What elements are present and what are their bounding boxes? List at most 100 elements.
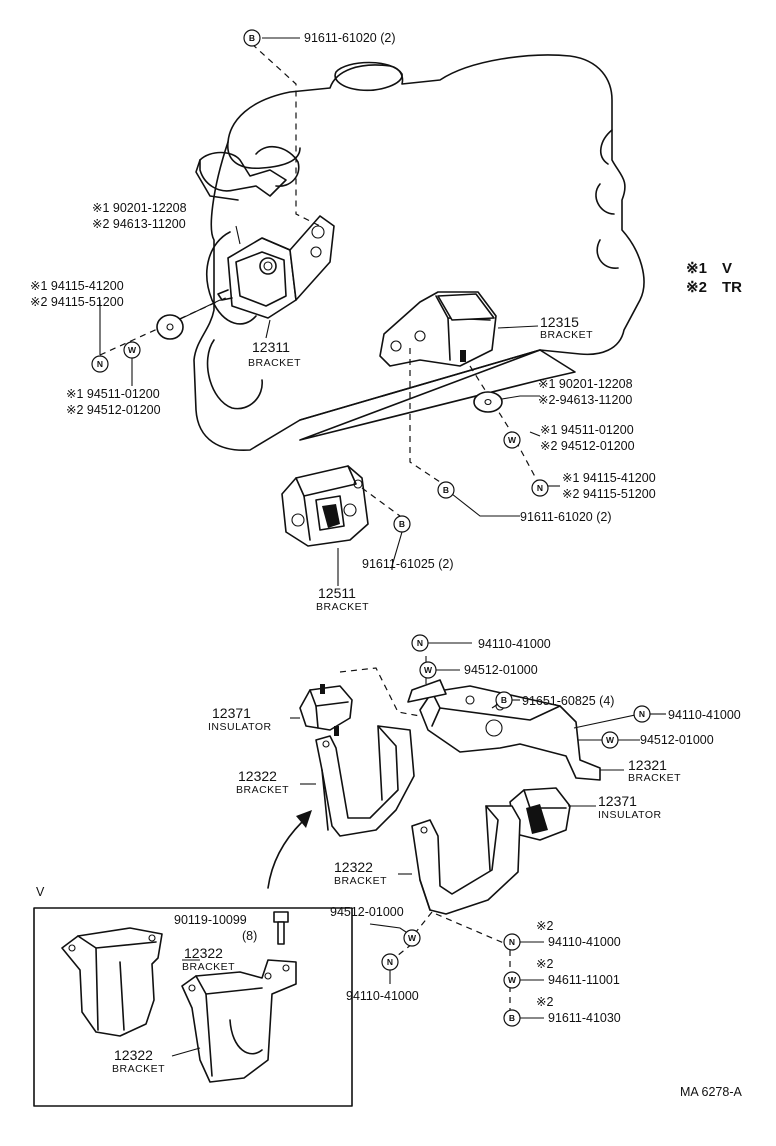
- label-washer-d-num: 94611-11001: [548, 973, 620, 987]
- label-12322-a-num: 12322: [238, 768, 277, 784]
- label-inset-upper-num: 12322: [184, 945, 223, 961]
- svg-text:W: W: [606, 735, 615, 745]
- svg-text:N: N: [417, 638, 423, 648]
- label-right-bolt-tr: ※2-94613-11200: [538, 393, 632, 407]
- label-12315-name: BRACKET: [540, 329, 593, 341]
- label-right-nut-tr: ※2 94115-51200: [562, 487, 656, 501]
- bolt-symbol-b4: B: [495, 691, 513, 709]
- bottom-leaders: [290, 642, 666, 1019]
- label-12371-left-num: 12371: [212, 705, 251, 721]
- nut-symbol-n4: N: [633, 705, 651, 723]
- svg-text:W: W: [424, 665, 433, 675]
- washer-symbol-w3: W: [419, 661, 437, 679]
- label-12311-num: 12311: [252, 339, 290, 355]
- label-nut-94110-top: 94110-41000: [478, 637, 551, 651]
- inset-box: [33, 907, 353, 1107]
- bolt-symbol-b5: B: [503, 1009, 521, 1027]
- svg-text:N: N: [97, 359, 103, 369]
- label-inset-lower-name: BRACKET: [112, 1063, 165, 1075]
- legend-label-1: V: [722, 260, 732, 277]
- label-left-nut-tr: ※2 94115-51200: [30, 295, 124, 309]
- label-washer-94512-lower: 94512-01000: [330, 905, 404, 919]
- svg-text:B: B: [509, 1013, 515, 1023]
- washer-symbol-w1: W: [123, 341, 141, 359]
- label-12371-right-num: 12371: [598, 793, 637, 809]
- label-nut-94110-lower: 94110-41000: [346, 989, 419, 1003]
- label-right-bolt-v: ※1 90201-12208: [538, 377, 633, 391]
- svg-text:N: N: [509, 937, 515, 947]
- svg-text:W: W: [508, 975, 517, 985]
- label-12322-b-num: 12322: [334, 859, 373, 875]
- label-bolt-d-num: 91611-41030: [548, 1011, 621, 1025]
- nut-symbol-n2: N: [531, 479, 549, 497]
- washer-symbol-w5: W: [403, 929, 421, 947]
- label-12371-right-name: INSULATOR: [598, 809, 662, 821]
- label-left-washer-tr: ※2 94512-01200: [66, 403, 161, 417]
- label-inset-lower-num: 12322: [114, 1047, 153, 1063]
- svg-text:N: N: [639, 709, 645, 719]
- washer-symbol-w6: W: [503, 971, 521, 989]
- svg-text:B: B: [501, 695, 507, 705]
- bracket-12322-upper-drawing: [315, 725, 415, 837]
- label-right-washer-v: ※1 94511-01200: [540, 423, 634, 437]
- label-12315-num: 12315: [540, 314, 579, 330]
- insulator-12371-left-drawing: [299, 684, 353, 736]
- label-nut-d-mark: ※2: [536, 919, 553, 933]
- svg-text:W: W: [408, 933, 417, 943]
- svg-text:B: B: [249, 33, 255, 43]
- detail-arrow: [267, 810, 312, 889]
- label-12371-left-name: INSULATOR: [208, 721, 272, 733]
- svg-text:B: B: [443, 485, 449, 495]
- figure-code: MA 6278-A: [680, 1085, 743, 1099]
- bolt-symbol-b3: B: [393, 515, 411, 533]
- svg-text:W: W: [508, 435, 517, 445]
- label-12311-name: BRACKET: [248, 357, 301, 369]
- svg-text:B: B: [399, 519, 405, 529]
- label-12322-a-name: BRACKET: [236, 784, 289, 796]
- label-right-nut-v: ※1 94115-41200: [562, 471, 656, 485]
- left-flat-washer-drawing: [156, 314, 184, 340]
- bracket-12511-drawing: [281, 465, 369, 547]
- label-bolt-91611-61020-top: 91611-61020 (2): [304, 31, 396, 45]
- label-inset-upper-name: BRACKET: [182, 961, 235, 973]
- bracket-12315-drawing: [379, 291, 497, 367]
- nut-symbol-n3: N: [411, 634, 429, 652]
- right-flat-washer-drawing: [473, 391, 503, 413]
- svg-text:W: W: [128, 345, 137, 355]
- insulator-12371-right-drawing: [509, 787, 571, 841]
- label-bolt-91651: 91651-60825 (4): [522, 694, 614, 708]
- engine-block: [193, 54, 645, 451]
- bracket-12322-lower-drawing: [411, 805, 521, 915]
- label-right-washer-tr: ※2 94512-01200: [540, 439, 635, 453]
- legend-mark-1: ※1: [686, 260, 707, 277]
- label-12321-name: BRACKET: [628, 772, 681, 784]
- label-left-nut-v: ※1 94115-41200: [30, 279, 124, 293]
- label-12511-name: BRACKET: [316, 601, 369, 613]
- label-bolt-91611-61025: 91611-61025 (2): [362, 557, 454, 571]
- bolt-symbol-b2: B: [437, 481, 455, 499]
- nut-symbol-n6: N: [503, 933, 521, 951]
- washer-symbol-w4: W: [601, 731, 619, 749]
- bolt-symbol-b1: B: [243, 29, 261, 47]
- label-12322-b-name: BRACKET: [334, 875, 387, 887]
- label-left-washer-v: ※1 94511-01200: [66, 387, 160, 401]
- label-12321-num: 12321: [628, 757, 667, 773]
- nut-symbol-n5: N: [381, 953, 399, 971]
- label-washer-d-mark: ※2: [536, 957, 553, 971]
- label-inset-bolt-qty: (8): [242, 929, 257, 943]
- label-nut-94110-right: 94110-41000: [668, 708, 741, 722]
- nut-symbol-n1: N: [91, 355, 109, 373]
- bracket-12311-drawing: [217, 215, 335, 319]
- label-nut-d-num: 94110-41000: [548, 935, 621, 949]
- label-bolt-91611-61020-lower: 91611-61020 (2): [520, 510, 612, 524]
- top-leaders: [99, 37, 560, 586]
- label-bolt-d-mark: ※2: [536, 995, 553, 1009]
- washer-symbol-w2: W: [503, 431, 521, 449]
- svg-text:N: N: [387, 957, 393, 967]
- inset-tag: V: [36, 885, 45, 899]
- label-inset-bolt: 90119-10099: [174, 913, 247, 927]
- label-left-bolt-tr: ※2 94613-11200: [92, 217, 186, 231]
- label-left-bolt-v: ※1 90201-12208: [92, 201, 187, 215]
